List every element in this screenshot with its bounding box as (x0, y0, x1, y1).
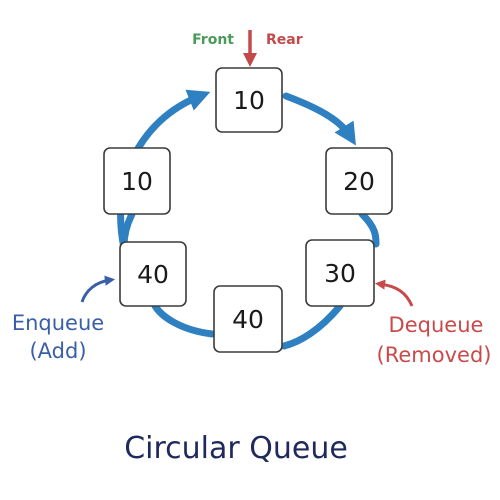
dequeue-label: Dequeue (389, 313, 484, 337)
cell-value: 10 (233, 86, 265, 115)
ring-arc-right (358, 210, 380, 248)
ring-arc-top-right (282, 92, 356, 146)
queue-cell-top: 10 (215, 67, 283, 133)
dequeue-sublabel: (Removed) (377, 343, 492, 367)
cell-value: 30 (324, 259, 356, 288)
enqueue-sublabel: (Add) (29, 339, 86, 363)
queue-cell-left-upper: 10 (103, 147, 171, 215)
rear-label: Rear (266, 32, 303, 48)
cell-value: 40 (137, 260, 169, 289)
front-label: Front (192, 32, 234, 48)
queue-cell-right-lower: 30 (305, 239, 375, 307)
enqueue-arrow-icon (80, 275, 116, 303)
cell-value: 10 (121, 167, 153, 196)
ring-arc-bottom-left (150, 300, 216, 338)
ring-arc-bottom-right (280, 302, 344, 350)
diagram-title: Circular Queue (124, 431, 348, 466)
enqueue-label: Enqueue (12, 311, 104, 335)
queue-cell-left-lower: 40 (119, 241, 187, 307)
cell-value: 20 (343, 167, 375, 196)
queue-cell-bottom: 40 (213, 285, 283, 353)
dequeue-arrow-icon (374, 279, 414, 307)
cell-value: 40 (232, 305, 264, 334)
queue-cell-right-upper: 20 (325, 147, 393, 215)
